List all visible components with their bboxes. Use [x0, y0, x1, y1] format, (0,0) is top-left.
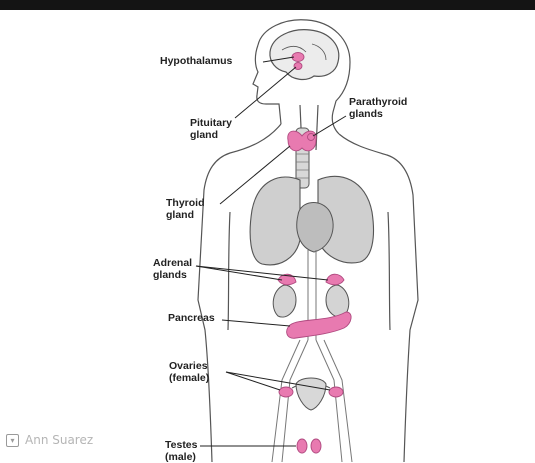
- kidneys: [273, 285, 349, 317]
- label-parathyroid-glands: Parathyroid glands: [349, 97, 407, 120]
- watermark-author: Ann Suarez: [25, 433, 93, 447]
- ovary-left: [279, 387, 293, 397]
- label-ovaries: Ovaries (female): [169, 361, 209, 384]
- label-thyroid-gland: Thyroid gland: [166, 198, 205, 221]
- adrenal-gland-right: [326, 274, 344, 285]
- watermark: ▾ Ann Suarez: [6, 431, 93, 449]
- image-frame-icon: ▾: [6, 434, 19, 447]
- label-hypothalamus: Hypothalamus: [160, 56, 232, 68]
- testis-right: [311, 439, 321, 453]
- uterus: [296, 378, 326, 410]
- pituitary-gland: [294, 63, 302, 70]
- label-pancreas: Pancreas: [168, 313, 215, 325]
- ovary-right: [329, 387, 343, 397]
- label-testes: Testes (male): [165, 440, 198, 463]
- label-pituitary-gland: Pituitary gland: [190, 118, 232, 141]
- parathyroid-gland: [308, 134, 315, 141]
- label-adrenal-glands: Adrenal glands: [153, 258, 192, 281]
- testis-left: [297, 439, 307, 453]
- pancreas-gland: [287, 312, 351, 338]
